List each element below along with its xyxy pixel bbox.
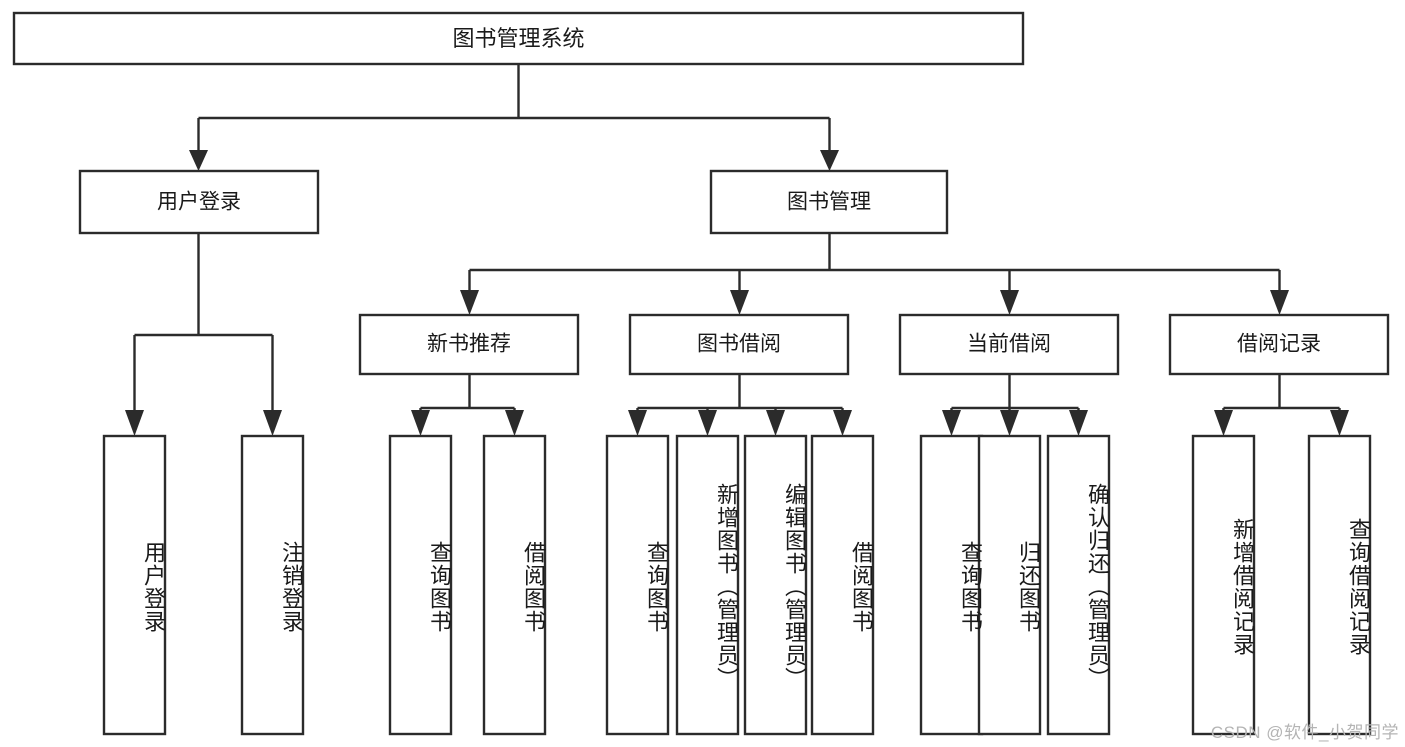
connector-group-current-borrow [942, 374, 1088, 436]
node-box-current-borrow[interactable] [898, 313, 1120, 376]
node-label-user-login: 用户登录 [157, 191, 241, 214]
leaf-box-user-login-2[interactable] [240, 434, 305, 736]
node-label-book-borrow: 图书借阅 [697, 333, 781, 356]
connector-group-book-borrow [628, 374, 852, 436]
arrow-head-new-book-2 [505, 410, 524, 436]
leaf-box-book-borrow-4[interactable] [810, 434, 875, 736]
arrow-head-book-borrow-3 [766, 410, 785, 436]
arrow-head-current-borrow-2 [1000, 410, 1019, 436]
arrow-head-borrow-record-2 [1330, 410, 1349, 436]
arrow-head-book-borrow-4 [833, 410, 852, 436]
leaf-box-current-borrow-3[interactable] [1046, 434, 1111, 736]
node-box-new-book[interactable] [358, 313, 580, 376]
arrow-head-book-borrow-1 [628, 410, 647, 436]
arrow-head-user-login-1 [125, 410, 144, 436]
node-label-borrow-record: 借阅记录 [1237, 333, 1321, 356]
node-box-borrow-record[interactable] [1168, 313, 1390, 376]
connector-group-borrow-record [1214, 374, 1349, 436]
arrow-head-to-borrow-record [1270, 290, 1289, 315]
arrow-head-book-borrow-2 [698, 410, 717, 436]
leaf-box-new-book-2[interactable] [482, 434, 547, 736]
leaf-box-user-login-1[interactable] [102, 434, 167, 736]
arrow-head-to-book-mgmt [820, 150, 839, 171]
leaf-box-borrow-record-2[interactable] [1307, 434, 1372, 736]
arrow-head-current-borrow-1 [942, 410, 961, 436]
arrow-head-to-user-login [189, 150, 208, 171]
arrow-head-to-book-borrow [730, 290, 749, 315]
leaf-box-borrow-record-1[interactable] [1191, 434, 1256, 736]
connector-group-user-login [125, 233, 282, 436]
arrow-head-current-borrow-3 [1069, 410, 1088, 436]
leaf-box-new-book-1[interactable] [388, 434, 453, 736]
node-box-root[interactable] [12, 11, 1025, 66]
arrow-head-new-book-1 [411, 410, 430, 436]
node-label-root: 图书管理系统 [452, 26, 584, 51]
leaf-box-book-borrow-1[interactable] [605, 434, 670, 736]
arrow-head-borrow-record-1 [1214, 410, 1233, 436]
node-label-book-mgmt: 图书管理 [787, 191, 871, 214]
arrow-head-to-new-book [460, 290, 479, 315]
connector-group-root [189, 64, 839, 171]
connector-group-book-mgmt [460, 233, 1289, 315]
arrow-head-user-login-2 [263, 410, 282, 436]
node-box-book-borrow[interactable] [628, 313, 850, 376]
connector-group-new-book [411, 374, 524, 436]
arrow-head-to-current-borrow [1000, 290, 1019, 315]
leaf-box-current-borrow-2[interactable] [977, 434, 1042, 736]
node-box-book-mgmt[interactable] [709, 169, 949, 235]
node-box-user-login[interactable] [78, 169, 320, 235]
csdn-watermark: CSDN @软件_小贺同学 [1210, 723, 1399, 742]
leaf-box-book-borrow-2[interactable] [675, 434, 740, 736]
node-label-new-book: 新书推荐 [427, 333, 511, 356]
leaf-box-current-borrow-1[interactable] [919, 434, 984, 736]
leaf-box-book-borrow-3[interactable] [743, 434, 808, 736]
node-label-current-borrow: 当前借阅 [967, 333, 1051, 356]
